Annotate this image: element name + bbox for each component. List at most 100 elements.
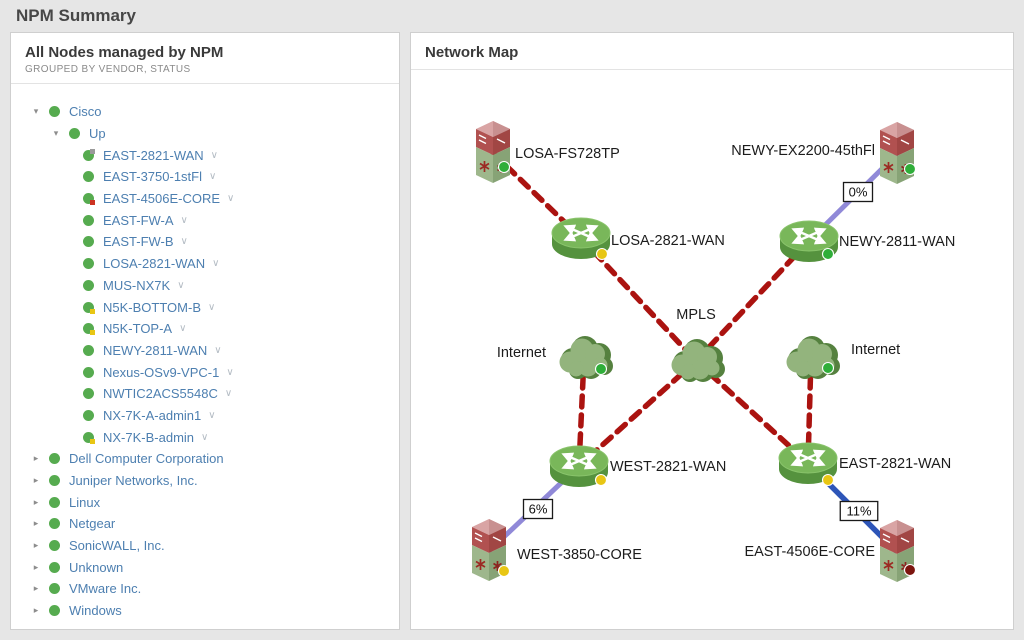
tree-item-label[interactable]: Up xyxy=(89,126,106,142)
tree-item-losa-2821-wan[interactable]: LOSA-2821-WAN ∨ xyxy=(11,253,399,275)
tree-item-windows[interactable]: ▸ Windows xyxy=(11,600,399,622)
tree-item-nwtic2acs5548c[interactable]: NWTIC2ACS5548C ∨ xyxy=(11,383,399,405)
caret-down-icon[interactable]: ▾ xyxy=(33,106,39,117)
tree-item-label[interactable]: Juniper Networks, Inc. xyxy=(69,473,198,489)
all-nodes-panel-title: All Nodes managed by NPM xyxy=(25,44,224,61)
caret-right-icon[interactable]: ▸ xyxy=(33,583,39,594)
caret-right-icon[interactable]: ▸ xyxy=(33,475,39,486)
chevron-down-icon[interactable]: ∨ xyxy=(209,171,217,183)
tree-item-n5k-top-a[interactable]: N5K-TOP-A ∨ xyxy=(11,318,399,340)
chevron-down-icon[interactable]: ∨ xyxy=(208,409,216,421)
chevron-down-icon[interactable]: ∨ xyxy=(212,258,220,270)
tree-item-label[interactable]: EAST-FW-A xyxy=(103,212,174,228)
status-up-icon xyxy=(49,453,60,465)
map-node-NEWY-EX2200-45thFl[interactable] xyxy=(879,121,917,185)
tree-item-label[interactable]: N5K-BOTTOM-B xyxy=(103,299,201,315)
chevron-down-icon[interactable]: ∨ xyxy=(224,388,233,400)
tree-item-sonicwall-inc-[interactable]: ▸ SonicWALL, Inc. xyxy=(11,535,399,557)
map-node-EAST-4506E-CORE[interactable] xyxy=(879,519,917,583)
tree-item-east-2821-wan[interactable]: EAST-2821-WAN ∨ xyxy=(11,144,399,166)
tree-item-east-4506e-core[interactable]: EAST-4506E-CORE ∨ xyxy=(11,188,399,210)
map-node-LOSA-FS728TP[interactable] xyxy=(475,120,511,184)
caret-right-icon[interactable]: ▸ xyxy=(33,496,39,507)
caret-right-icon[interactable]: ▸ xyxy=(33,518,39,529)
tree-item-juniper-networks-inc-[interactable]: ▸ Juniper Networks, Inc. xyxy=(11,470,399,492)
tree-item-label[interactable]: Netgear xyxy=(69,516,116,532)
map-node-NEWY-2811-WAN[interactable] xyxy=(780,221,838,262)
status-up-icon xyxy=(49,475,60,487)
tree-item-east-3750-1stfl[interactable]: EAST-3750-1stFl ∨ xyxy=(11,166,399,188)
node-status-green-icon xyxy=(497,160,511,174)
node-status-green-icon xyxy=(821,247,835,261)
tree-item-label[interactable]: Linux xyxy=(69,494,101,510)
link-utilization-label: 0% xyxy=(842,181,874,203)
map-node-Internet-West[interactable] xyxy=(559,336,614,379)
tree-item-label[interactable]: VMware Inc. xyxy=(69,581,142,597)
caret-right-icon[interactable]: ▸ xyxy=(33,540,39,551)
tree-item-label[interactable]: N5K-TOP-A xyxy=(103,321,173,337)
tree-item-label[interactable]: Nexus-OSv9-VPC-1 xyxy=(103,364,220,380)
tree-item-mus-nx7k[interactable]: MUS-NX7K ∨ xyxy=(11,275,399,297)
all-nodes-panel-header: All Nodes managed by NPM GROUPED BY VEND… xyxy=(11,33,399,84)
tree-item-label[interactable]: EAST-3750-1stFl xyxy=(103,169,202,185)
tree-item-nx-7k-a-admin1[interactable]: NX-7K-A-admin1 ∨ xyxy=(11,405,399,427)
chevron-down-icon[interactable]: ∨ xyxy=(214,344,222,356)
chevron-down-icon[interactable]: ∨ xyxy=(208,301,216,313)
tree-item-east-fw-a[interactable]: EAST-FW-A ∨ xyxy=(11,209,399,231)
tree-item-label[interactable]: Cisco xyxy=(69,104,102,120)
tree-item-up[interactable]: ▾ Up xyxy=(11,123,399,145)
tree-item-label[interactable]: EAST-4506E-CORE xyxy=(103,191,221,207)
status-up-icon xyxy=(83,366,94,378)
tree-item-label[interactable]: Dell Computer Corporation xyxy=(69,451,224,467)
tree-item-label[interactable]: NWTIC2ACS5548C xyxy=(103,386,218,402)
map-link-MPLS-WEST-2821-WAN[interactable] xyxy=(576,358,699,469)
map-node-WEST-2821-WAN[interactable] xyxy=(550,446,608,487)
caret-right-icon[interactable]: ▸ xyxy=(33,605,39,616)
map-node-Internet-East[interactable] xyxy=(786,336,841,379)
map-node-label-LOSA-2821-WAN: LOSA-2821-WAN xyxy=(611,233,725,249)
tree-item-label[interactable]: NEWY-2811-WAN xyxy=(103,342,208,358)
tree-item-label[interactable]: SonicWALL, Inc. xyxy=(69,538,165,554)
caret-right-icon[interactable]: ▸ xyxy=(33,453,39,464)
chevron-down-icon[interactable]: ∨ xyxy=(227,193,235,205)
tree-item-label[interactable]: MUS-NX7K xyxy=(103,277,171,293)
tree-item-nx-7k-b-admin[interactable]: NX-7K-B-admin ∨ xyxy=(11,426,399,448)
status-badge-yellow-icon xyxy=(90,438,95,444)
caret-down-icon[interactable]: ▾ xyxy=(53,128,59,139)
tree-item-dell-computer-corporation[interactable]: ▸ Dell Computer Corporation xyxy=(11,448,399,470)
map-link-MPLS-NEWY-2811-WAN[interactable] xyxy=(693,238,812,364)
chevron-down-icon[interactable]: ∨ xyxy=(177,279,185,291)
caret-right-icon[interactable]: ▸ xyxy=(33,561,39,572)
tree-item-label[interactable]: LOSA-2821-WAN xyxy=(103,256,206,272)
status-up-icon xyxy=(83,171,94,183)
switch-icon[interactable] xyxy=(475,120,511,184)
tree-item-label[interactable]: EAST-FW-B xyxy=(103,234,174,250)
tree-item-unknown[interactable]: ▸ Unknown xyxy=(11,556,399,578)
tree-item-label[interactable]: EAST-2821-WAN xyxy=(103,147,204,163)
tree-item-newy-2811-wan[interactable]: NEWY-2811-WAN ∨ xyxy=(11,340,399,362)
chevron-down-icon[interactable]: ∨ xyxy=(180,214,188,226)
status-up-icon xyxy=(49,518,60,530)
map-node-LOSA-2821-WAN[interactable] xyxy=(552,218,610,260)
svg-text:0%: 0% xyxy=(849,185,868,200)
tree-item-n5k-bottom-b[interactable]: N5K-BOTTOM-B ∨ xyxy=(11,296,399,318)
tree-item-label[interactable]: NX-7K-B-admin xyxy=(103,429,195,445)
tree-item-cisco[interactable]: ▾ Cisco xyxy=(11,101,399,123)
tree-item-linux[interactable]: ▸ Linux xyxy=(11,491,399,513)
map-node-WEST-3850-CORE[interactable] xyxy=(471,518,511,582)
chevron-down-icon[interactable]: ∨ xyxy=(210,149,218,161)
tree-item-nexus-osv9-vpc-1[interactable]: Nexus-OSv9-VPC-1 ∨ xyxy=(11,361,399,383)
tree-item-vmware-inc-[interactable]: ▸ VMware Inc. xyxy=(11,578,399,600)
tree-item-label[interactable]: Unknown xyxy=(69,559,124,575)
tree-item-label[interactable]: Windows xyxy=(69,603,122,619)
tree-item-netgear[interactable]: ▸ Netgear xyxy=(11,513,399,535)
chevron-down-icon[interactable]: ∨ xyxy=(201,431,209,443)
map-node-EAST-2821-WAN[interactable] xyxy=(779,443,837,487)
page-title: NPM Summary xyxy=(16,6,136,25)
chevron-down-icon[interactable]: ∨ xyxy=(179,323,187,335)
tree-item-label[interactable]: NX-7K-A-admin1 xyxy=(103,407,202,423)
chevron-down-icon[interactable]: ∨ xyxy=(180,236,188,248)
tree-item-east-fw-b[interactable]: EAST-FW-B ∨ xyxy=(11,231,399,253)
chevron-down-icon[interactable]: ∨ xyxy=(226,366,234,378)
